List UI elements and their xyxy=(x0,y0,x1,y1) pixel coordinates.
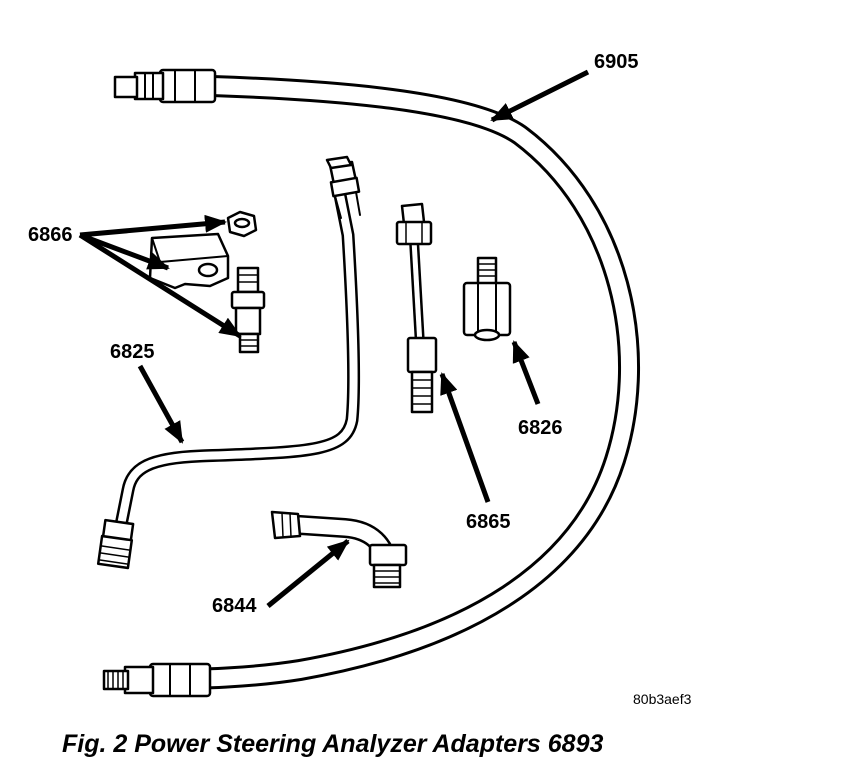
fitting-kit-6866 xyxy=(148,210,266,354)
arrow-6866-nut xyxy=(79,214,227,238)
bent-tube-6825 xyxy=(96,155,361,570)
elbow-6844 xyxy=(270,510,408,589)
leader-arrows xyxy=(78,69,590,608)
label-6905: 6905 xyxy=(594,51,639,73)
arrow-6866-stud xyxy=(78,232,242,339)
straight-tube-6865 xyxy=(395,202,438,414)
label-6866: 6866 xyxy=(28,224,73,246)
figure-caption: Fig. 2 Power Steering Analyzer Adapters … xyxy=(62,730,604,758)
bent-tube-bottom-fitting xyxy=(96,518,135,570)
label-6865: 6865 xyxy=(466,511,511,533)
arrow-6826 xyxy=(511,340,541,405)
arrow-6865 xyxy=(439,372,491,503)
hose-bottom-fitting xyxy=(102,662,212,698)
arrow-6905 xyxy=(490,69,590,123)
label-6844: 6844 xyxy=(212,595,257,617)
hose-top-fitting xyxy=(113,68,217,104)
image-code: 80b3aef3 xyxy=(633,691,692,707)
hose-6905 xyxy=(102,68,640,698)
arrow-6825 xyxy=(137,364,185,444)
label-6825: 6825 xyxy=(110,341,155,363)
bent-tube-top-fitting xyxy=(325,155,361,219)
arrow-6844 xyxy=(266,539,350,608)
label-6826: 6826 xyxy=(518,417,563,439)
arrow-6866-bracket xyxy=(79,232,170,271)
nut xyxy=(226,210,258,238)
stud-fitting xyxy=(230,266,266,354)
adapter-6826 xyxy=(462,256,512,342)
bracket xyxy=(148,232,230,290)
